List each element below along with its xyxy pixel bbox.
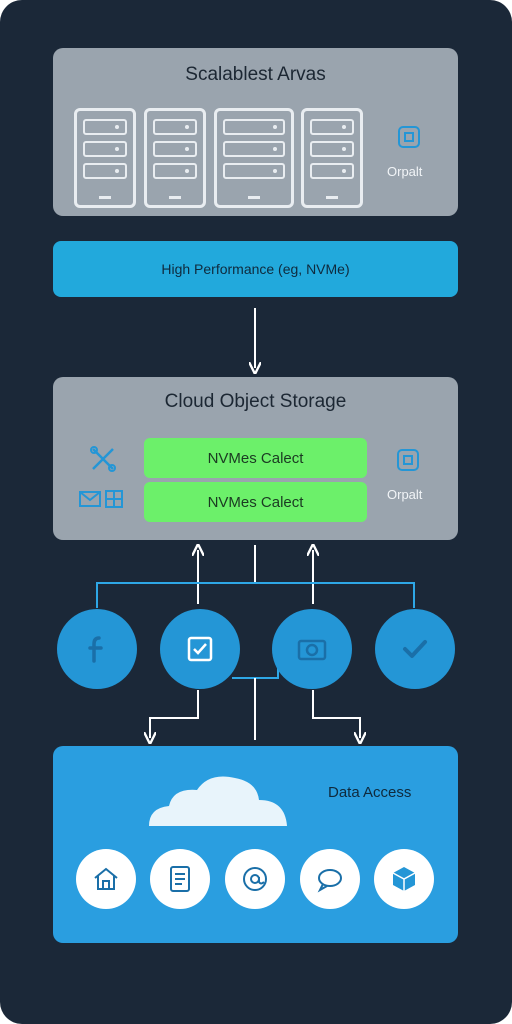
- checklist-icon: [187, 636, 213, 662]
- checkmark-icon: [403, 640, 427, 658]
- side-label: Orpalt: [387, 487, 423, 502]
- server-rack-icon: [144, 108, 206, 208]
- chip-icon: [398, 126, 420, 148]
- chat-icon: [317, 869, 342, 893]
- cube-button[interactable]: [374, 849, 434, 909]
- cube-icon: [392, 867, 416, 891]
- facebook-icon: [88, 636, 103, 663]
- cloud-icon: [149, 776, 287, 826]
- at-sign-button[interactable]: [225, 849, 285, 909]
- scalable-arrays-panel: Scalablest Arvas O: [53, 48, 458, 216]
- home-button[interactable]: [76, 849, 136, 909]
- mail-icon: [79, 491, 101, 507]
- document-button[interactable]: [150, 849, 210, 909]
- side-label: Orpalt: [387, 164, 423, 179]
- server-rack-icon: [214, 108, 294, 208]
- data-access-panel: Data Access: [53, 746, 458, 943]
- chat-button[interactable]: [300, 849, 360, 909]
- access-title: Data Access: [328, 784, 412, 801]
- checkmark-node: [375, 609, 455, 689]
- chip-icon: [397, 449, 419, 471]
- at-sign-icon: [243, 867, 267, 891]
- band-label: High Performance (eg, NVMe): [161, 261, 350, 277]
- checklist-node: [160, 609, 240, 689]
- panel-title: Scalablest Arvas: [185, 64, 326, 85]
- lower-blue-line: [232, 656, 279, 679]
- arrow-left-to-access: [150, 690, 199, 738]
- camera-icon: [297, 639, 327, 661]
- item-label: NVMes Calect: [207, 493, 304, 511]
- nvme-collect-item: NVMes Calect: [144, 482, 367, 522]
- grid-icon: [105, 490, 123, 508]
- server-rack-icon: [74, 108, 136, 208]
- panel-title: Cloud Object Storage: [164, 391, 347, 412]
- arrow-right-to-access: [312, 690, 360, 738]
- blue-bus-line: [96, 582, 415, 608]
- nvme-collect-item: NVMes Calect: [144, 438, 367, 478]
- server-rack-icon: [301, 108, 363, 208]
- home-icon: [94, 867, 118, 890]
- document-icon: [170, 866, 190, 892]
- facebook-node: [57, 609, 137, 689]
- tools-icon: [90, 446, 116, 472]
- camera-node: [272, 609, 352, 689]
- high-performance-band: High Performance (eg, NVMe): [53, 241, 458, 297]
- item-label: NVMes Calect: [207, 449, 304, 467]
